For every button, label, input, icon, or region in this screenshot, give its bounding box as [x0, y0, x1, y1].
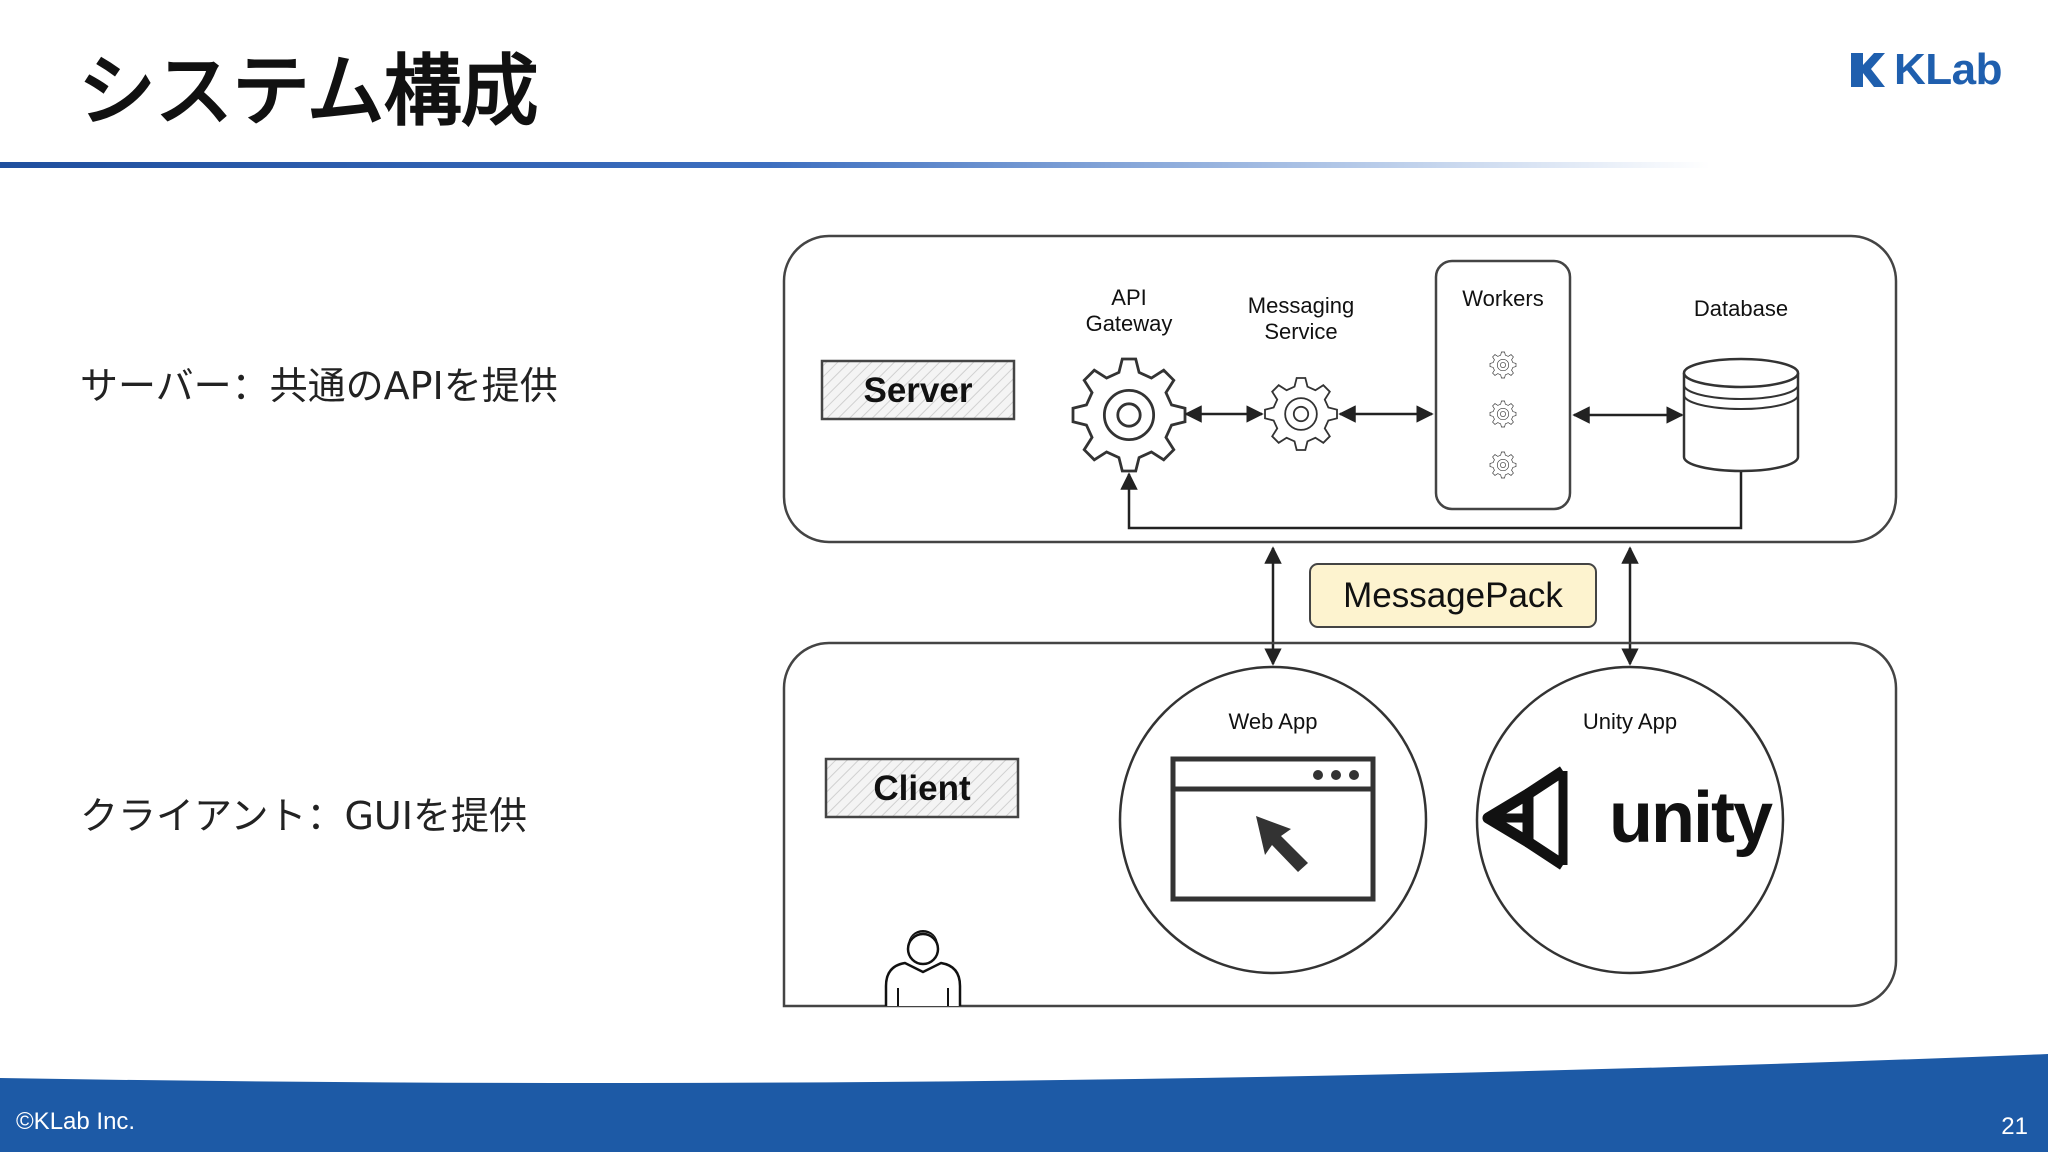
client-container	[782, 641, 1898, 1008]
client-label: Client	[873, 769, 971, 808]
server-label-box	[820, 359, 1016, 421]
footer-band	[0, 1054, 2048, 1152]
unity-logo-icon	[1482, 766, 1568, 870]
client-label-box	[824, 757, 1020, 819]
bullet-server: サーバー：共通のAPIを提供	[80, 364, 558, 408]
server-container	[782, 234, 1898, 544]
api-gateway-label-line2: Gateway	[1086, 311, 1173, 336]
database-cylinder-icon	[1682, 357, 1800, 473]
browser-window-icon	[1170, 756, 1376, 902]
page-number: 21	[2001, 1113, 2028, 1140]
slide-title: システム構成	[78, 47, 539, 137]
database-label: Database	[1694, 296, 1788, 321]
worker-gear-icon	[1489, 451, 1517, 479]
mouse-cursor-icon	[1256, 816, 1308, 872]
klab-logo: KLab	[1848, 45, 2003, 94]
messaging-service-label-line2: Service	[1264, 319, 1337, 344]
bullet-client: クライアント：GUIを提供	[80, 794, 527, 838]
messaging-service-gear-icon	[1264, 377, 1338, 451]
web-app-label: Web App	[1229, 709, 1318, 734]
copyright-text: ©KLab Inc.	[16, 1108, 136, 1135]
title-underline	[0, 162, 1710, 168]
messagepack-label: MessagePack	[1343, 576, 1563, 615]
server-label: Server	[864, 371, 973, 410]
api-gateway-label-line1: API	[1111, 285, 1146, 310]
workers-box	[1434, 259, 1572, 511]
user-icon	[884, 930, 962, 1006]
messagepack-box	[1309, 563, 1597, 628]
messaging-service-label-line1: Messaging	[1248, 293, 1354, 318]
unity-app-circle	[1475, 665, 1785, 975]
unity-wordmark: unity	[1609, 778, 1773, 858]
workers-label: Workers	[1462, 286, 1544, 311]
arrow-database-gateway	[1120, 472, 1743, 530]
api-gateway-gear-icon	[1071, 357, 1187, 473]
klab-logo-icon	[1851, 53, 1885, 87]
unity-app-label: Unity App	[1583, 709, 1677, 734]
logo-wordmark: KLab	[1894, 45, 2003, 94]
worker-gear-icon	[1489, 351, 1517, 379]
worker-gear-icon	[1489, 400, 1517, 428]
